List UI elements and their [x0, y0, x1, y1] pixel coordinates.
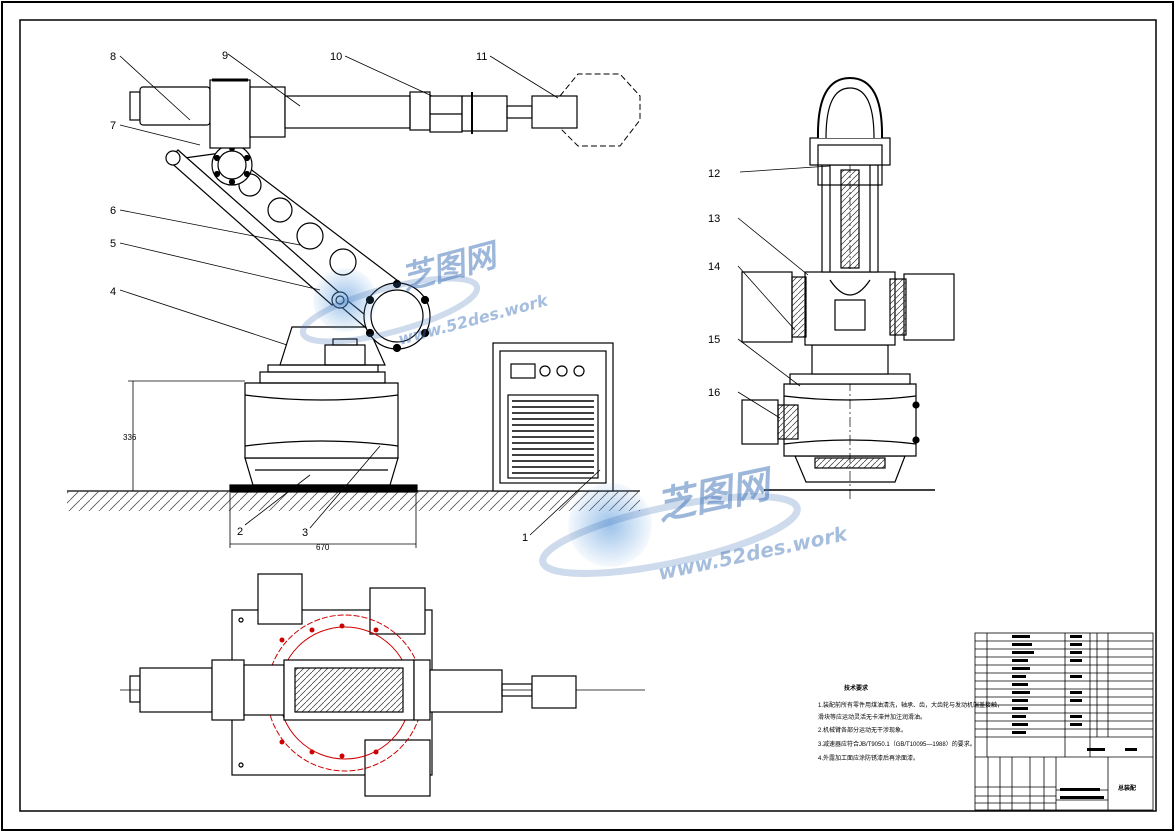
- callout-9: 9: [222, 50, 228, 62]
- callout-1: 1: [522, 532, 528, 544]
- callout-15: 15: [708, 334, 720, 346]
- front-dimensions: [128, 380, 417, 548]
- watermark-brand-1: 芝图网: [397, 235, 504, 298]
- notes-line-3: 2.机械臂各部分运动无干涉现象。: [818, 726, 907, 734]
- watermark-brand-2: 芝图网: [653, 461, 779, 529]
- notes-line-1: 1.装配前所有零件用煤油清洗，轴承、齿，大齿轮与发动机端盖接触，: [818, 701, 1003, 709]
- control-cabinet: [492, 342, 614, 492]
- side-view: [741, 76, 955, 500]
- callout-13: 13: [708, 213, 720, 225]
- watermark-globe-icon: [313, 268, 377, 332]
- height-dimension-label: 336: [123, 433, 137, 442]
- width-dimension-label: 670: [316, 543, 330, 552]
- callout-2: 2: [237, 526, 243, 538]
- callout-8: 8: [110, 51, 116, 63]
- leader-lines: [119, 53, 831, 536]
- callout-10: 10: [330, 51, 342, 63]
- title-block-fills: [1012, 635, 1137, 799]
- watermark-url-2: www.52des.work: [656, 521, 851, 585]
- notes-line-5: 4.外露加工面应涂防锈漆后再涂面漆。: [818, 754, 919, 762]
- notes-line-4: 3.减速器应符合JB/T9050.1（GB/T10095—1988）的要求。: [818, 740, 976, 748]
- callout-7: 7: [110, 120, 116, 132]
- watermark-globe-icon-2: [568, 483, 652, 567]
- top-view: [120, 573, 645, 797]
- inner-border: [19, 19, 1157, 812]
- callout-14: 14: [708, 261, 720, 273]
- notes-heading: 技术要求: [844, 684, 869, 692]
- callout-11: 11: [476, 51, 487, 63]
- notes-line-2: 滑块等应运动灵活无卡滞并加注润滑油。: [818, 713, 926, 721]
- callout-5: 5: [110, 238, 116, 250]
- callout-12: 12: [708, 168, 720, 180]
- callout-6: 6: [110, 205, 116, 217]
- callout-16: 16: [708, 387, 720, 399]
- drawing-title: 总装配: [1118, 784, 1136, 792]
- callout-4: 4: [110, 286, 116, 298]
- title-block: [974, 632, 1154, 811]
- callout-3: 3: [302, 527, 308, 539]
